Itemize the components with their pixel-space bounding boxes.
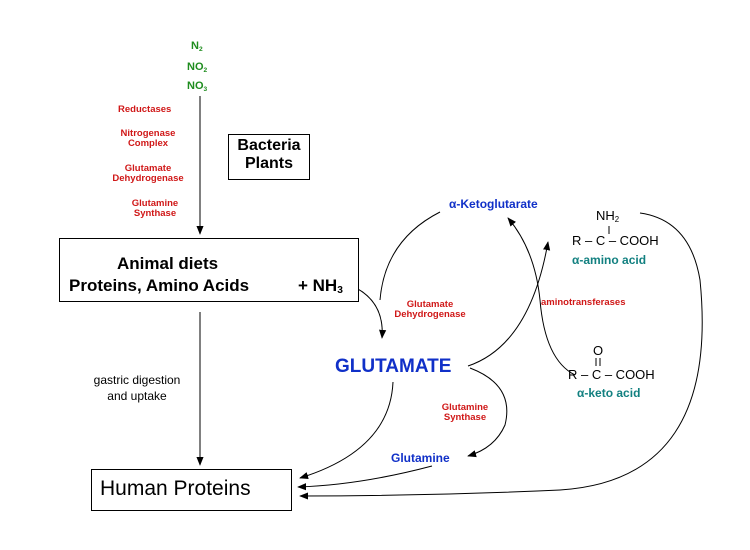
- amino-acid-formula: R – C – COOH: [572, 233, 659, 248]
- plants-label: Plants: [244, 155, 293, 172]
- reductases-label: Reductases: [118, 104, 172, 115]
- alpha-ketoglutarate-label: α-Ketoglutarate: [449, 197, 538, 211]
- animal-diets-box: [59, 238, 359, 302]
- no3-label: NO3: [187, 80, 208, 93]
- aminotransferases-label: aminotransferases: [541, 297, 626, 308]
- bacteria-label: Bacteria: [237, 137, 301, 154]
- proteins-amino-acids-label: Proteins, Amino Acids: [69, 276, 250, 295]
- arrow-glutamine-to-human: [297, 465, 433, 491]
- n2-label: N2: [191, 40, 203, 53]
- nh2-label: NH2: [596, 208, 620, 224]
- alpha-amino-acid-label: α-amino acid: [572, 253, 647, 267]
- glutamate-label: GLUTAMATE: [335, 356, 452, 377]
- human-proteins-box: Human Proteins: [91, 469, 292, 511]
- arrow-ketoglutarate-to-glutamate: [379, 211, 441, 301]
- nh3-label: + NH3: [298, 276, 343, 296]
- bacteria-plants-box: Bacteria Plants: [228, 134, 310, 180]
- arrow-glutamate-to-human: [299, 381, 394, 480]
- arrow-glutamate-to-amino-acid: [467, 241, 551, 367]
- alpha-keto-acid-label: α-keto acid: [577, 386, 641, 400]
- keto-acid-formula: R – C – COOH: [568, 367, 655, 382]
- glutamine-label: Glutamine: [391, 451, 450, 465]
- no2-label: NO2: [187, 61, 208, 74]
- keto-oxygen-label: O: [593, 343, 604, 358]
- arrow-amino-acid-to-human: [299, 212, 703, 500]
- human-proteins-label: Human Proteins: [100, 477, 251, 500]
- arrow-glutamate-to-glutamine: [467, 367, 508, 458]
- arrow-keto-acid-to-ketoglutarate: [507, 217, 576, 376]
- animal-diets-label: Animal diets: [117, 254, 219, 273]
